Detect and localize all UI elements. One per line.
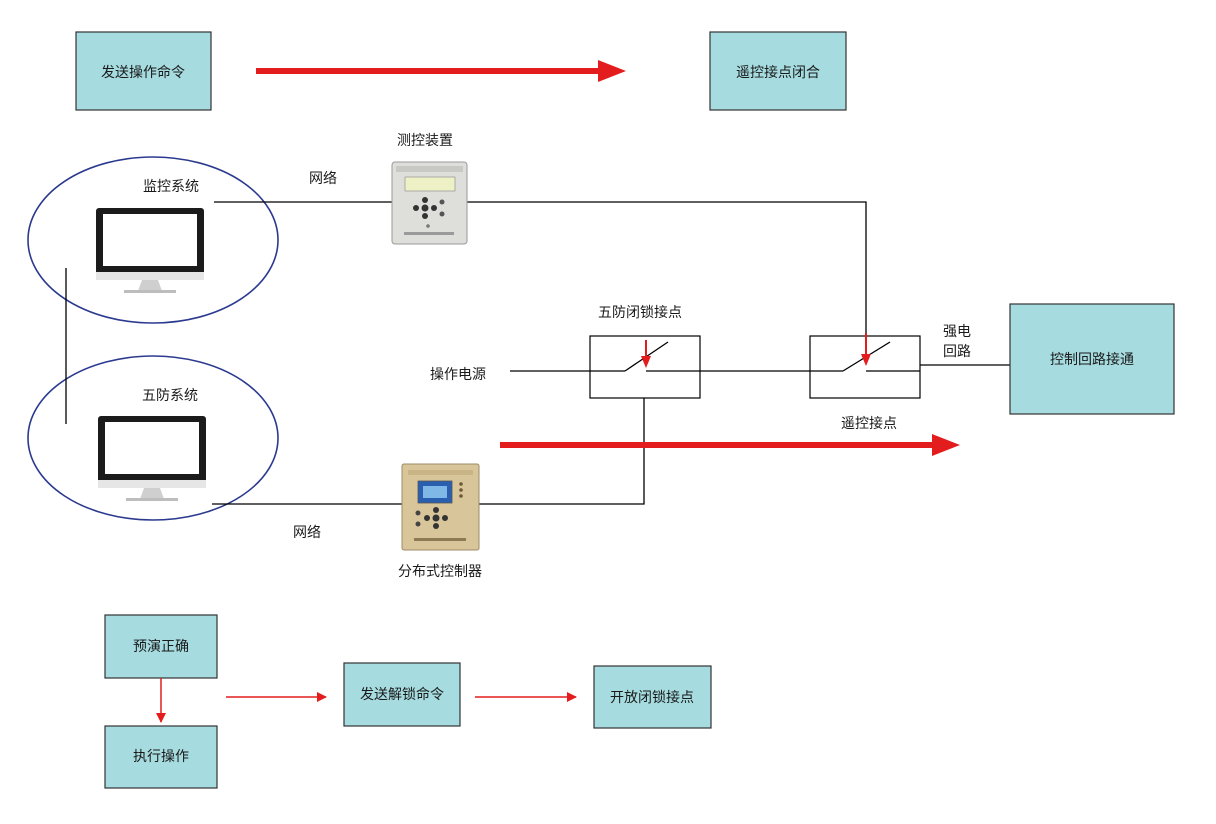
controller-to-lock-wire <box>479 397 645 505</box>
measure-control-device-label: 测控装置 <box>397 133 453 149</box>
open-lock-contact-label: 开放闭锁接点 <box>610 689 694 706</box>
monitoring-system-label: 监控系统 <box>143 179 199 195</box>
execute-operation-label: 执行操作 <box>133 749 189 765</box>
send-unlock-command-box: 发送解锁命令 <box>343 662 461 727</box>
operating-power-label: 操作电源 <box>430 367 486 383</box>
top-big-arrow <box>256 60 626 82</box>
execute-operation-box: 执行操作 <box>104 725 218 789</box>
five-prevention-lock-contact-label: 五防闭锁接点 <box>598 304 682 321</box>
network-label-top: 网络 <box>309 171 337 187</box>
network-label-bottom: 网络 <box>293 525 321 541</box>
distributed-controller-icon <box>401 463 480 551</box>
remote-contact-label: 遥控接点 <box>841 415 897 432</box>
device-to-remote-wire <box>467 201 867 333</box>
monitoring-system-ellipse <box>27 156 279 324</box>
five-prevention-system-label: 五防系统 <box>142 388 198 404</box>
remote-contact-switch <box>809 333 921 399</box>
remote-contact-close-box: 遥控接点闭合 <box>709 31 847 111</box>
rehearsal-correct-label: 预演正确 <box>133 639 189 655</box>
open-lock-contact-box: 开放闭锁接点 <box>593 665 712 729</box>
control-loop-on-label: 控制回路接通 <box>1050 351 1134 368</box>
strong-current-label-2: 回路 <box>943 344 971 360</box>
rehearsal-correct-box: 预演正确 <box>104 614 218 679</box>
five-prevention-computer-icon <box>98 416 206 501</box>
measure-control-device-icon <box>391 161 468 245</box>
send-command-box: 发送操作命令 <box>75 31 212 111</box>
remote-contact-close-label: 遥控接点闭合 <box>736 64 820 81</box>
send-command-label: 发送操作命令 <box>101 64 185 81</box>
send-unlock-command-label: 发送解锁命令 <box>360 686 444 703</box>
middle-big-arrow <box>500 434 960 456</box>
strong-current-label-1: 强电 <box>943 324 971 340</box>
distributed-controller-label: 分布式控制器 <box>398 564 482 580</box>
monitor-computer-icon <box>96 208 204 293</box>
five-prevention-lock-contact-switch <box>589 335 701 399</box>
five-prevention-system-ellipse <box>27 355 279 521</box>
control-loop-on-box: 控制回路接通 <box>1009 303 1175 415</box>
